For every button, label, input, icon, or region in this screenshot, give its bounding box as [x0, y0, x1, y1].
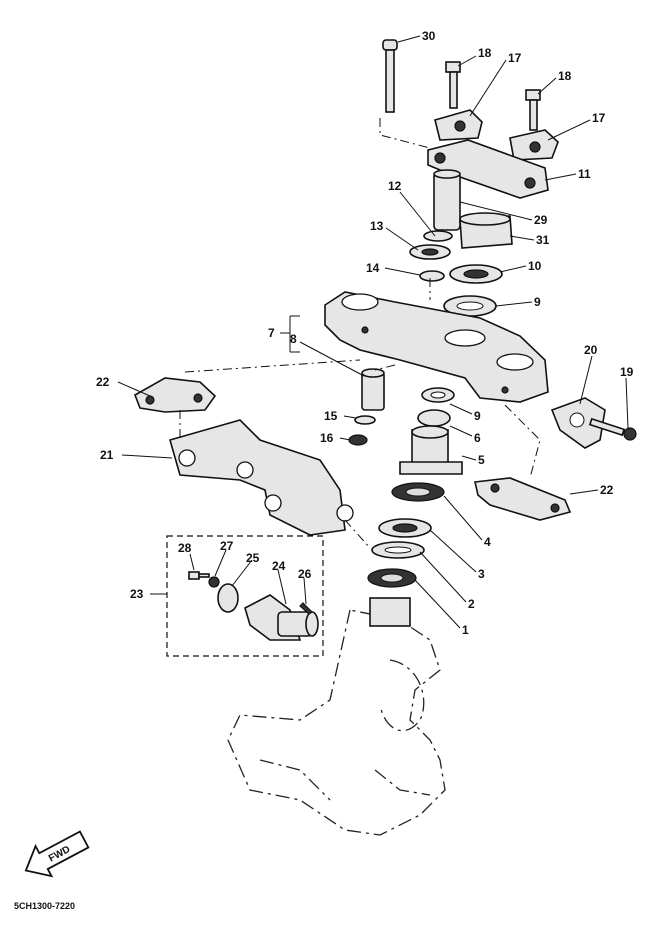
callout-17-right: 17	[592, 111, 606, 125]
callout-13: 13	[370, 219, 384, 233]
callout-6: 6	[474, 431, 481, 445]
part-2-seal	[371, 541, 425, 559]
part-18-bolt-right	[525, 89, 541, 131]
callout-25: 25	[246, 551, 260, 565]
callout-numbers: 30 18 18 17 17 11 12 29 13 31 14 10 9 7 …	[96, 29, 634, 637]
callout-12: 12	[388, 179, 402, 193]
callout-29: 29	[534, 213, 548, 227]
callout-9-lower: 9	[474, 409, 481, 423]
part-16-nut	[348, 434, 368, 446]
callout-19: 19	[620, 365, 634, 379]
part-1-bearing	[367, 568, 417, 627]
part-22-clamp-right	[474, 477, 572, 521]
frame-head-pipe	[227, 609, 446, 836]
part-14-washer	[419, 270, 445, 282]
part-18-bolt-left	[445, 61, 461, 109]
part-6-cover	[417, 409, 451, 427]
part-10-bearing	[449, 264, 503, 284]
callout-14: 14	[366, 261, 380, 275]
part-3-race	[378, 518, 432, 538]
lock-kit-box	[166, 535, 324, 657]
callout-11: 11	[578, 167, 591, 181]
align-line-4	[184, 359, 361, 373]
align-line-3	[374, 364, 396, 371]
callout-28: 28	[178, 541, 192, 555]
part-7-upper-bracket	[324, 291, 549, 403]
callout-22-right: 22	[600, 483, 614, 497]
part-29-collar	[433, 169, 461, 231]
callout-21: 21	[100, 448, 114, 462]
callout-26: 26	[298, 567, 312, 581]
part-20-clamp	[550, 397, 606, 449]
callout-22-left: 22	[96, 375, 110, 389]
part-24-lock	[244, 594, 319, 641]
callout-3: 3	[478, 567, 485, 581]
align-line-1	[379, 118, 431, 149]
part-17-holder-left	[434, 109, 483, 141]
callout-17-left: 17	[508, 51, 522, 65]
callout-27: 27	[220, 539, 234, 553]
fwd-arrow: FWD	[24, 830, 90, 878]
callout-1: 1	[462, 623, 469, 637]
part-15-washer	[354, 415, 376, 425]
callout-24: 24	[272, 559, 286, 573]
callout-31: 31	[536, 233, 550, 247]
leader-lines	[117, 35, 629, 629]
part-22-clamp-left	[134, 377, 217, 413]
align-line-7	[344, 519, 371, 549]
part-21-bracket	[169, 419, 354, 536]
callout-16: 16	[320, 431, 334, 445]
callout-30: 30	[422, 29, 436, 43]
part-31-rubber	[459, 212, 513, 249]
part-4-bearing	[391, 482, 445, 502]
callout-18-right: 18	[558, 69, 572, 83]
callout-23: 23	[130, 587, 144, 601]
part-5-stem	[399, 425, 463, 475]
part-26-pin	[299, 602, 313, 615]
part-17-holder-right	[509, 129, 559, 161]
callout-5: 5	[478, 453, 485, 467]
part-11-crown-bracket	[427, 139, 549, 199]
part-8-bushing	[361, 368, 385, 411]
part-28-screw	[188, 571, 210, 580]
callout-8: 8	[290, 332, 297, 346]
diagram-code: 5CH1300-7220	[14, 901, 75, 911]
callout-15: 15	[324, 409, 338, 423]
part-30-bolt	[382, 39, 398, 113]
part-9-race-lower	[421, 387, 455, 403]
callout-2: 2	[468, 597, 475, 611]
part-19-bolt	[588, 417, 637, 441]
callout-4: 4	[484, 535, 491, 549]
part-27-spring	[208, 576, 220, 588]
callout-18-left: 18	[478, 46, 492, 60]
callout-20: 20	[584, 343, 598, 357]
callout-9-upper: 9	[534, 295, 541, 309]
part-25-cap	[217, 583, 239, 613]
callout-10: 10	[528, 259, 542, 273]
part-12-washer	[423, 230, 453, 242]
part-13-nut	[409, 244, 451, 260]
callout-7: 7	[268, 326, 275, 340]
align-line-6	[504, 404, 541, 479]
